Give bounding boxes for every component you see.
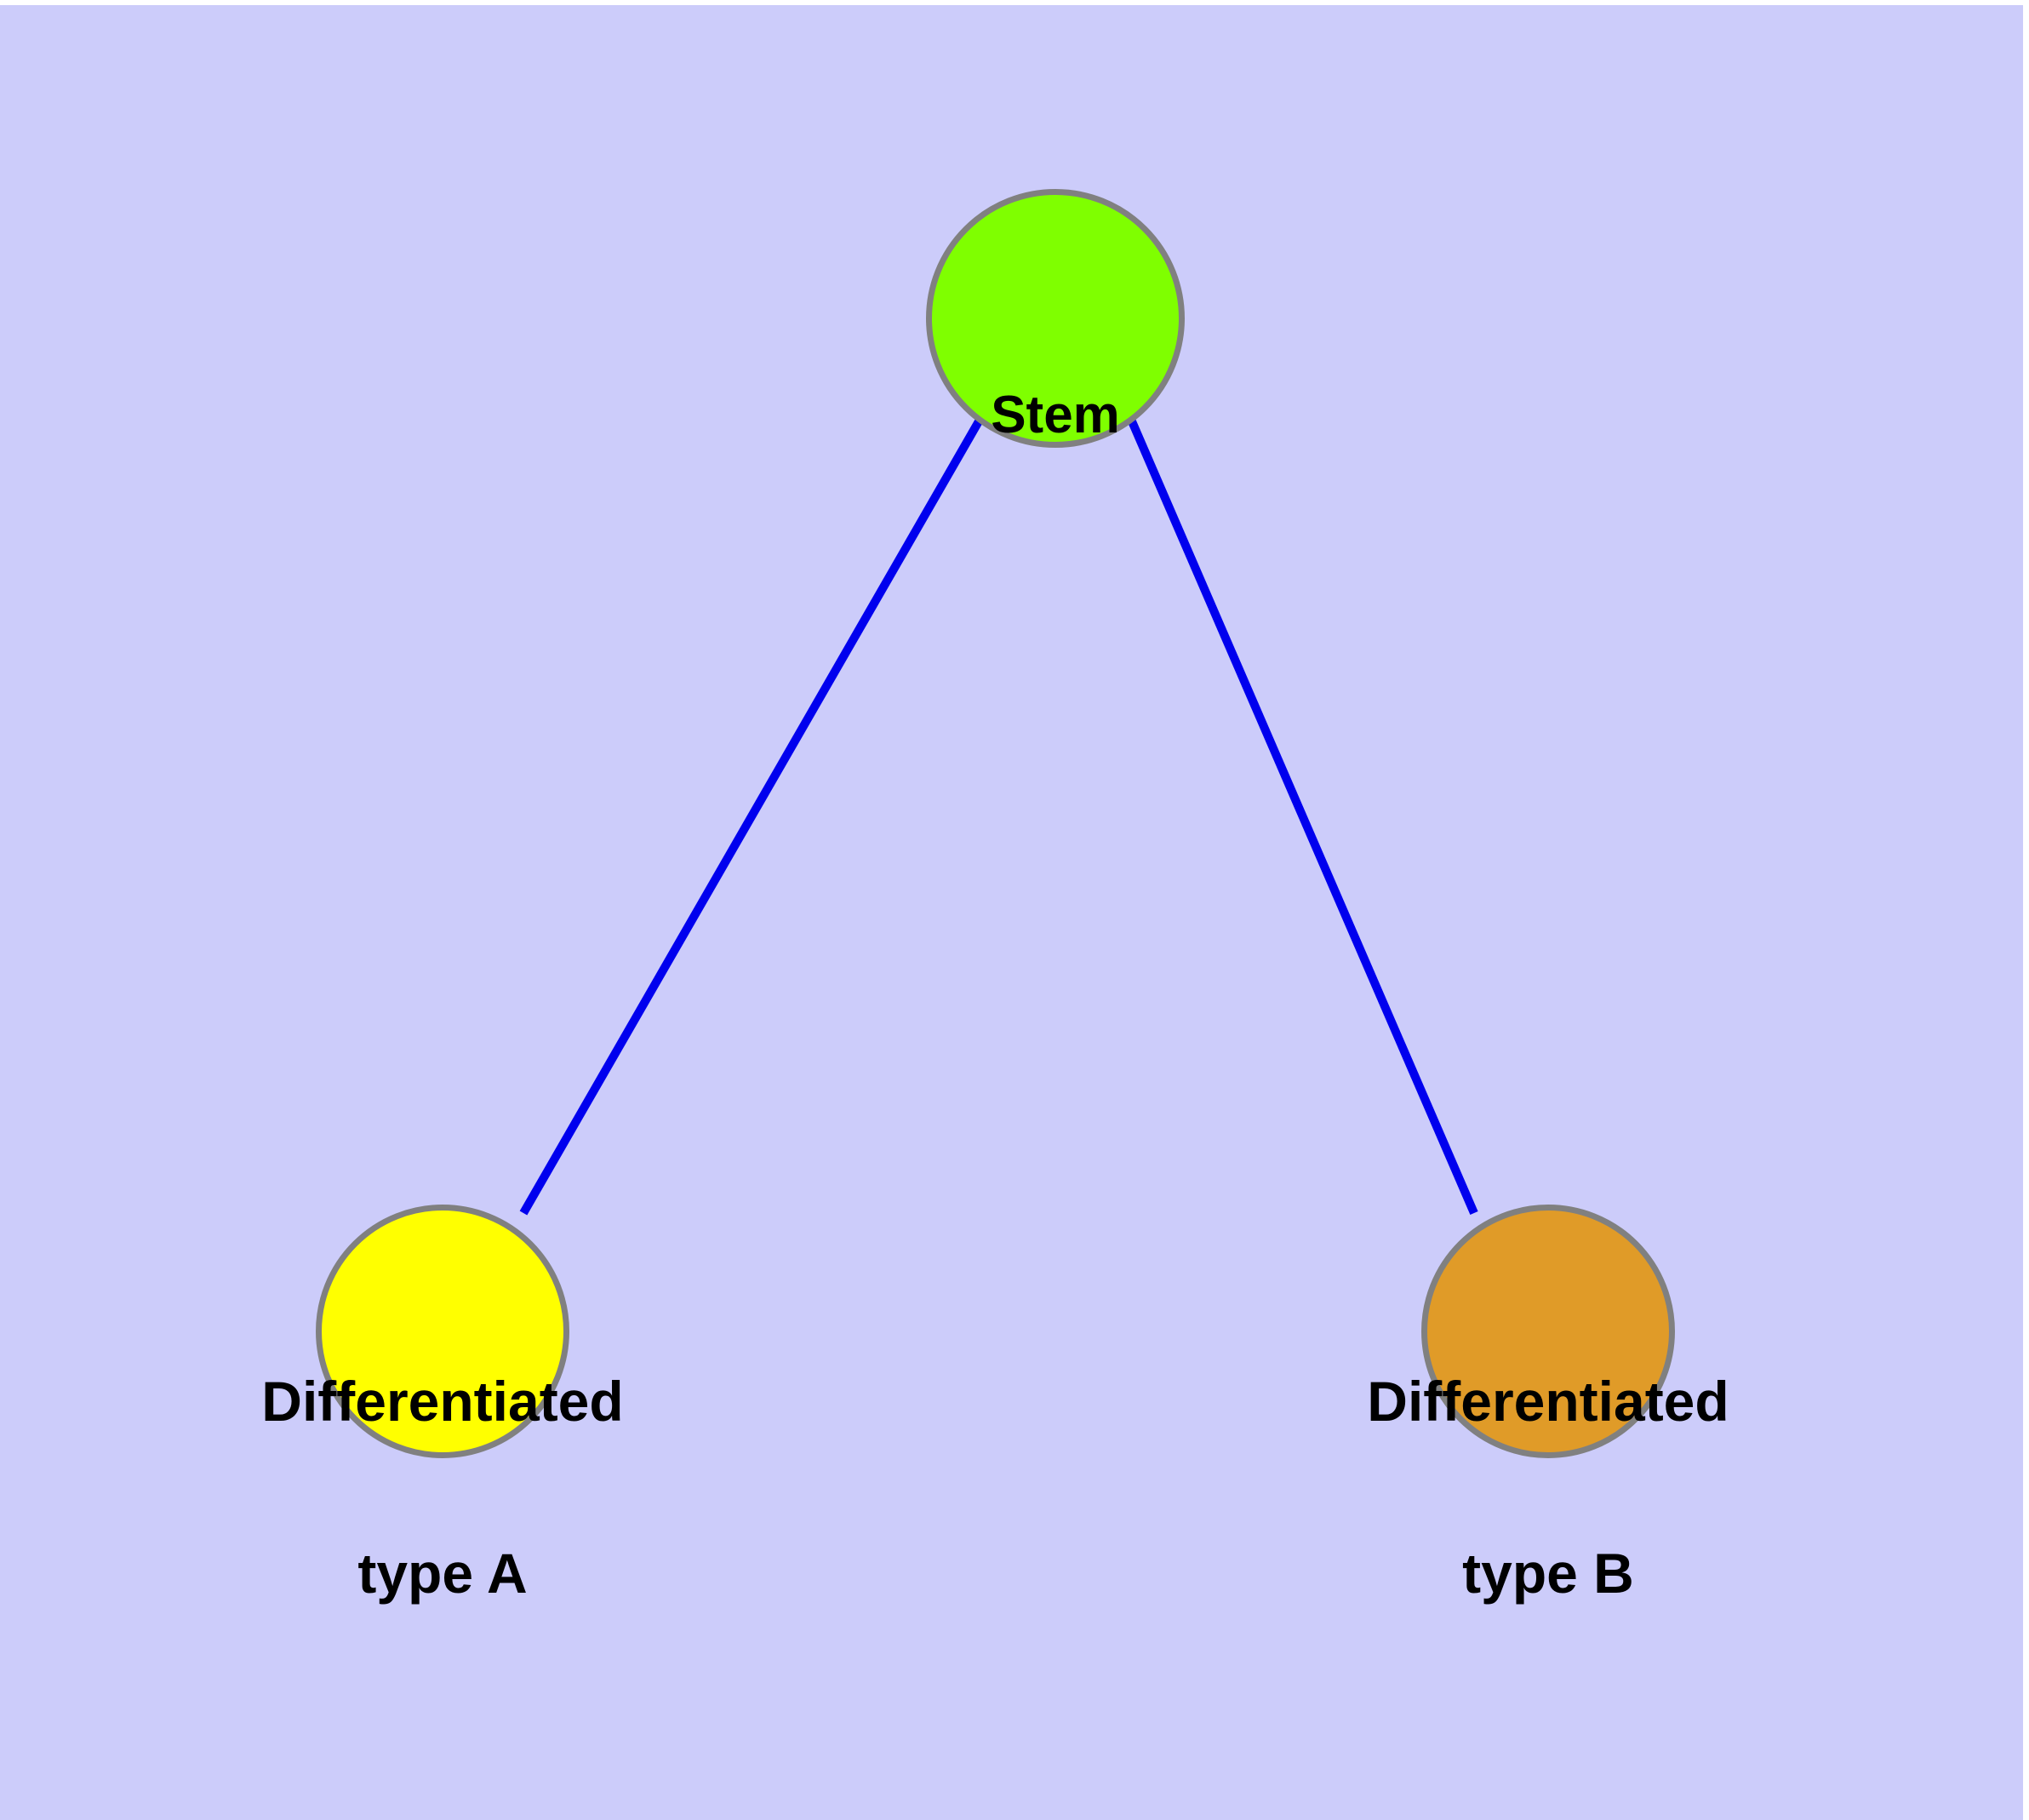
node-layer [316,189,1675,1458]
node-differentiated-type-a[interactable] [316,1205,569,1458]
edge-stem-to-differentiated-type-a[interactable] [519,419,983,1216]
node-stem[interactable] [926,189,1185,448]
edge-layer [519,419,1478,1216]
node-differentiated-type-b[interactable] [1421,1205,1675,1458]
edge-stem-to-differentiated-type-b[interactable] [1128,420,1478,1215]
